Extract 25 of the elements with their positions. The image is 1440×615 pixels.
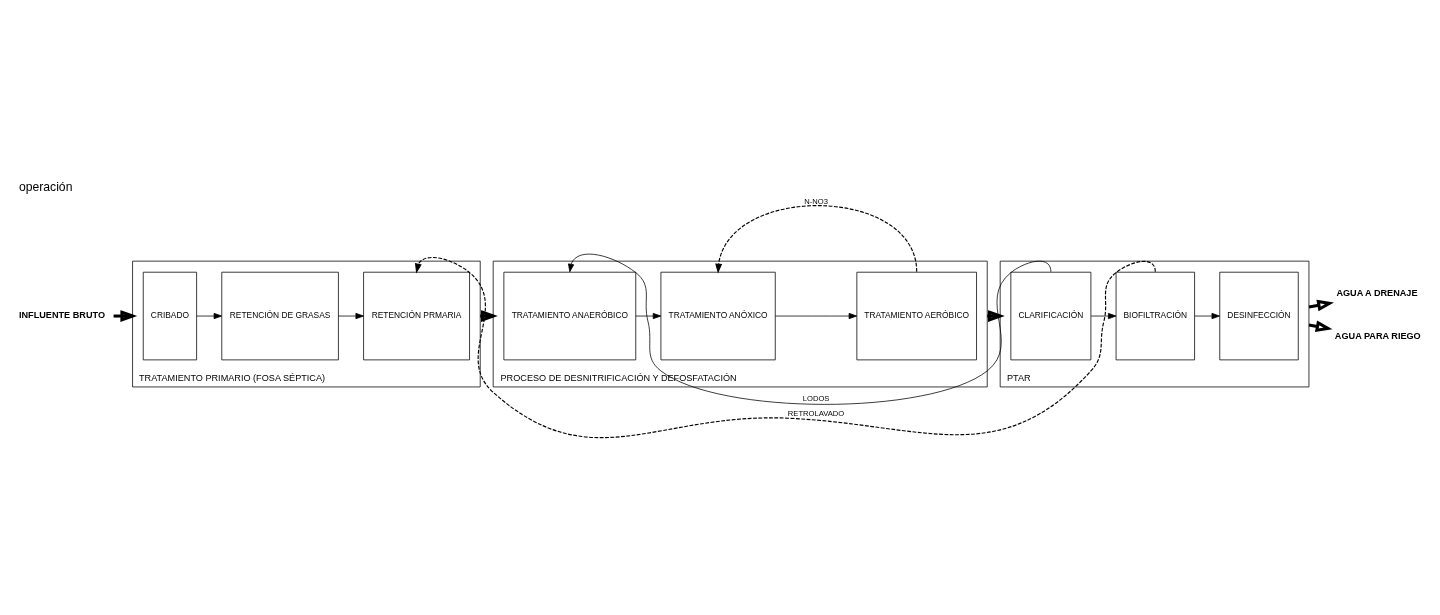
arrow bbox=[113, 309, 138, 322]
arrow bbox=[715, 204, 918, 274]
edge-label: N-NO3 bbox=[804, 196, 828, 206]
node-box: TRATAMIENTO ANAERÓBICO bbox=[503, 271, 637, 360]
arrow bbox=[338, 312, 364, 319]
node-text: AGUA PARA RIEGO bbox=[1334, 330, 1421, 341]
arrow bbox=[774, 312, 858, 319]
node-text: AGUA A DRENAJE bbox=[1336, 287, 1418, 298]
diagram-title: operación bbox=[18, 179, 73, 194]
node-box: RETENCIÓN DE GRASAS bbox=[221, 271, 339, 360]
arrow bbox=[635, 312, 662, 319]
node-box: TRATAMIENTO AERÓBICO bbox=[856, 271, 977, 360]
node-box: DESINFECCIÓN bbox=[1219, 271, 1299, 360]
node-box: RETENCIÓN PRMARIA bbox=[363, 271, 470, 360]
edge-label: RETROLAVADO bbox=[787, 408, 845, 418]
arrow bbox=[414, 256, 1156, 438]
edge-label: LODOS bbox=[802, 393, 830, 403]
arrow bbox=[1090, 312, 1117, 319]
node-text: INFLUENTE BRUTO bbox=[18, 309, 105, 320]
node-box: CLARIFICACIÓN bbox=[1010, 271, 1092, 360]
node-box: TRATAMIENTO ANÓXICO bbox=[660, 271, 776, 360]
node-box: CRIBADO bbox=[142, 271, 197, 360]
arrow bbox=[196, 312, 223, 319]
node-box: BIOFILTRACIÓN bbox=[1115, 271, 1195, 360]
arrow bbox=[1194, 312, 1220, 319]
